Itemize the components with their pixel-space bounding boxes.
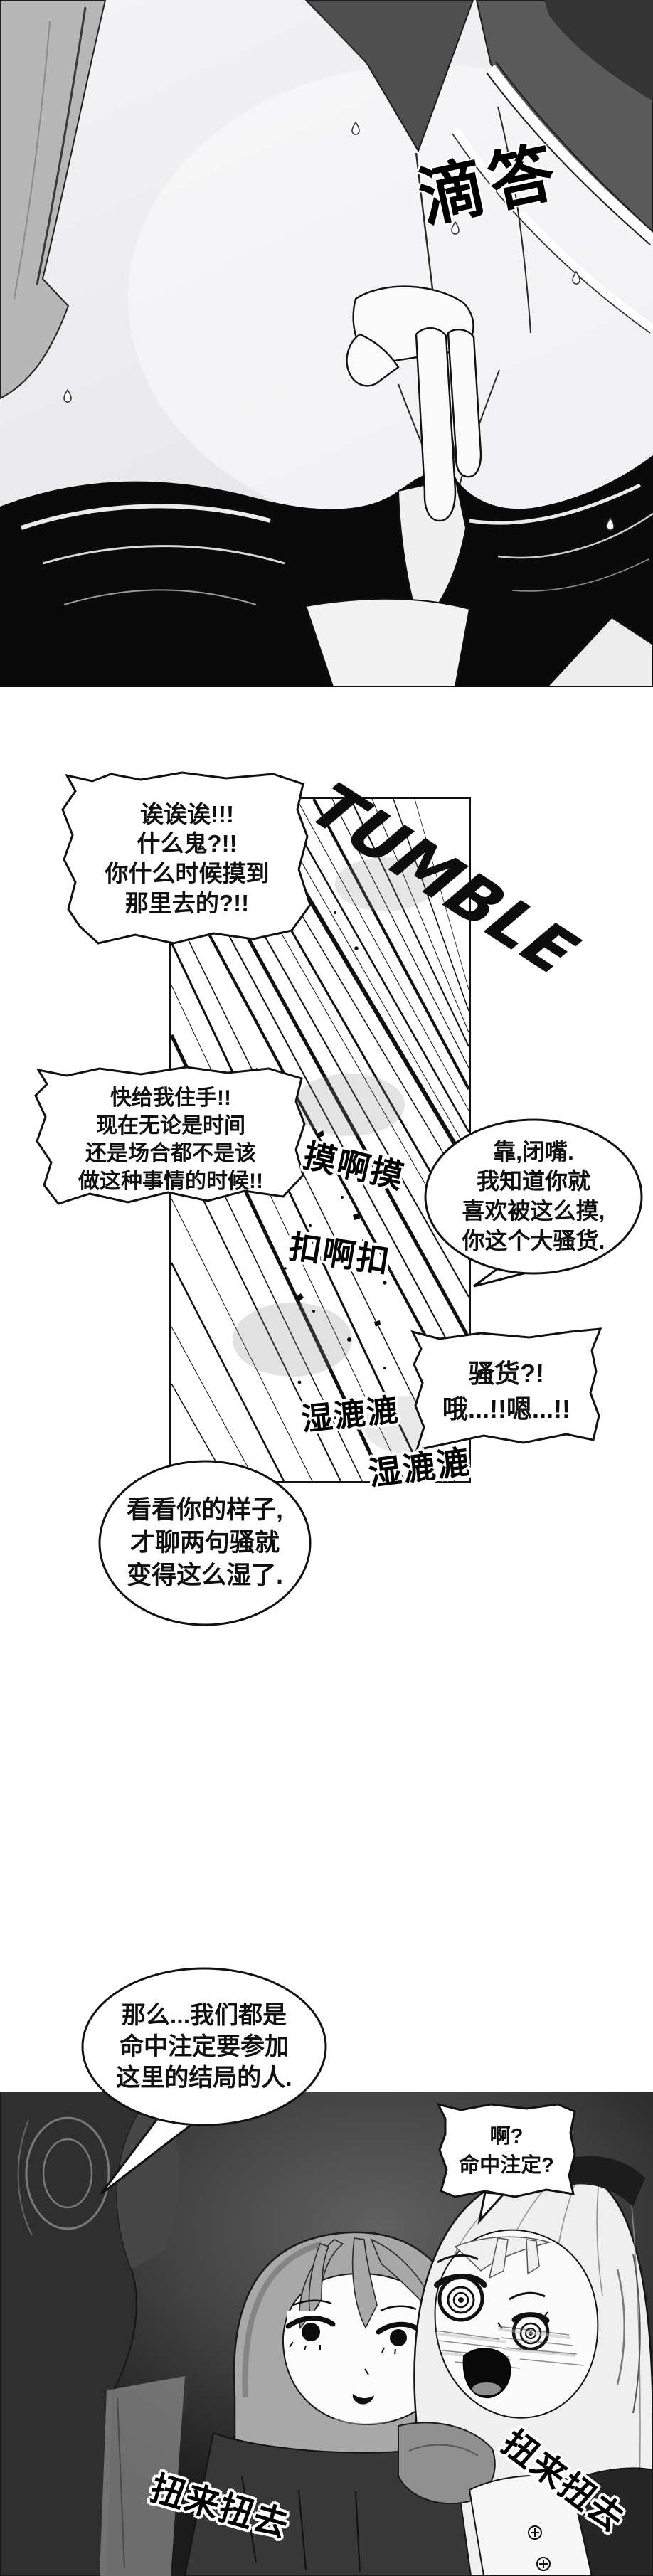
speech-line: 你什么时候摸到 xyxy=(105,860,270,886)
speech-line: 骚货?! xyxy=(469,1358,544,1388)
speech-line: 什么鬼?!! xyxy=(137,830,238,857)
speech-line: 看看你的样子, xyxy=(127,1495,283,1524)
speech-line: 现在无论是时间 xyxy=(96,1114,245,1138)
speech-line: 喜欢被这么摸, xyxy=(462,1198,605,1224)
speech-line: 变得这么湿了. xyxy=(127,1562,283,1590)
panel-dark-scene xyxy=(0,2092,653,2576)
speech-line: 做这种事情的时候!! xyxy=(78,1170,263,1193)
speech-line: 哦...!!嗯...!! xyxy=(442,1394,570,1424)
characters-artwork xyxy=(0,2092,653,2576)
hand-artwork xyxy=(346,285,482,522)
speech-line: 靠,闭嘴. xyxy=(493,1138,574,1165)
speech-line: 啊? xyxy=(489,2125,524,2148)
speech-line: 命中注定? xyxy=(459,2154,554,2177)
speech-line: 命中注定要参加 xyxy=(120,2032,289,2060)
speech-bubble-shock: 诶诶诶!!! 什么鬼?!! 你什么时候摸到 那里去的?!! xyxy=(61,768,313,949)
speech-bubble-shut-up: 靠,闭嘴. 我知道你就 喜欢被这么摸, 你这个大骚货. xyxy=(423,1117,644,1288)
debris-speckles xyxy=(255,911,387,1419)
speech-bubble-destined: 那么...我们都是 命中注定要参加 这里的结局的人. xyxy=(80,1966,329,2201)
speech-bubble-look-at-you: 看看你的样子, 才聊两句骚就 变得这么湿了. xyxy=(97,1458,313,1628)
speech-line: 这里的结局的人. xyxy=(116,2064,292,2092)
speech-line: 快给我住手!! xyxy=(110,1086,231,1110)
girl1-eyes xyxy=(285,2299,421,2355)
sweat-drops xyxy=(63,121,615,531)
speech-line: 那里去的?!! xyxy=(124,889,250,916)
panel-torso-art: 滴答 xyxy=(0,0,653,687)
speech-bubble-huh-destined: 啊? 命中注定? xyxy=(435,2101,578,2226)
speech-line: 那么...我们都是 xyxy=(121,2001,287,2029)
speech-line: 诶诶诶!!! xyxy=(140,800,234,827)
speech-bubble-slut: 骚货?! 哦...!!嗯...!! xyxy=(410,1327,603,1456)
speech-line: 才聊两句骚就 xyxy=(129,1528,280,1557)
speech-line: 还是场合都不是该 xyxy=(85,1142,256,1165)
speech-line: 我知道你就 xyxy=(476,1168,590,1194)
torso-artwork xyxy=(0,0,653,687)
speech-line: 你这个大骚货. xyxy=(462,1227,605,1253)
speech-bubble-stop-it: 快给我住手!! 现在无论是时间 还是场合都不是该 做这种事情的时候!! xyxy=(34,1064,307,1215)
